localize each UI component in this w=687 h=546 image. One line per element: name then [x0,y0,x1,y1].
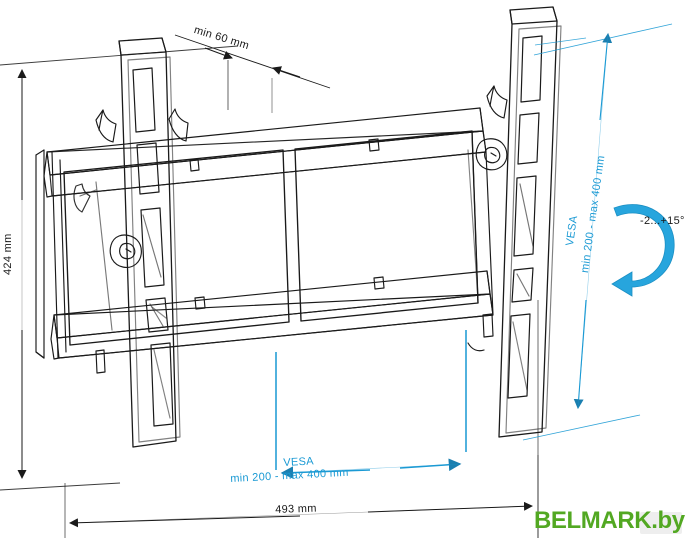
watermark-belmark: BELMARK.by [534,507,685,534]
rail-arm-joints [73,149,479,331]
center-panel-right [294,130,479,322]
dim-label-width-493: 493 mm [275,502,317,516]
dim-label-tilt-angle: -2...+15° [640,215,685,227]
dim-label-vesa-horizontal-name: VESA [283,455,315,469]
tilt-arm-right [467,6,562,438]
dimension-lines-vesa [275,23,673,479]
dim-vesa-vertical [522,23,673,441]
watermark-backdrop [640,512,682,534]
dim-label-height-424: 424 mm [2,233,14,275]
dim-vesa-horizontal [275,330,467,479]
frame-right-edge [471,107,494,316]
frame-left-edge [35,149,67,359]
tilt-arm-left [95,37,189,448]
dim-min60 [174,34,331,113]
dim-424 [0,45,239,491]
bracket-body-group [35,6,562,448]
vesa-leader-top [534,37,587,46]
dimension-lines-dark [0,34,539,538]
center-panel-left [63,149,290,346]
